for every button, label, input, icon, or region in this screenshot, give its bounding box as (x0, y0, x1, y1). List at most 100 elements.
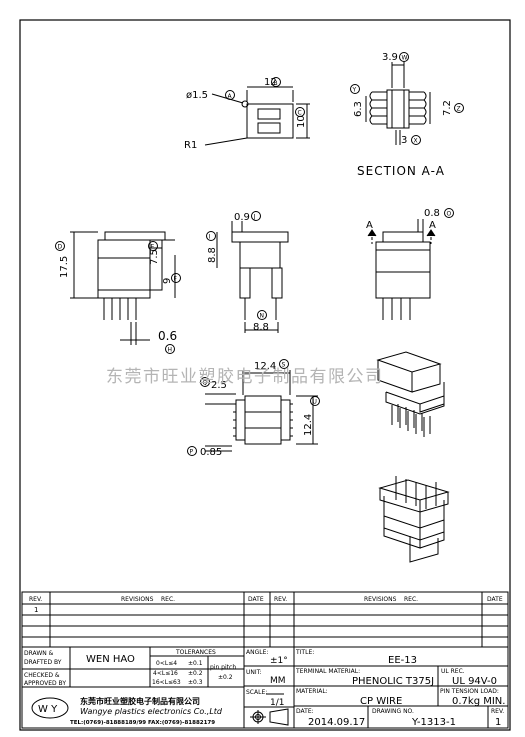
dim-bottom-pitch: 2.5 (211, 380, 227, 391)
rev-value: 1 (495, 717, 501, 728)
section-label: SECTION A-A (357, 164, 445, 178)
rev-header-revisions-2: REVISIONS (364, 596, 397, 603)
company-name-cn: 东莞市旺业塑胶电子制品有限公司 (80, 696, 200, 706)
rev-label: REV. (491, 708, 504, 715)
dim-side-bottom: 8.8 (253, 322, 269, 333)
iso-view-bottom (378, 476, 450, 563)
date-value: 2014.09.17 (308, 717, 365, 728)
tag-right-top: O (447, 211, 452, 218)
title-value: EE-13 (388, 655, 417, 666)
scale-label: SCALE: (246, 689, 267, 696)
tag-front-mid: E (151, 244, 155, 251)
rev-header-rec: REC. (161, 596, 175, 603)
rev-header-revisions: REVISIONS (121, 596, 154, 603)
checked-label: CHECKED & (24, 672, 60, 679)
dim-bottom-width: 12.4 (254, 361, 276, 372)
rev-header-rec-2: REC. (404, 596, 418, 603)
rev-header-rev-2: REV. (274, 596, 287, 603)
iso-view-top (376, 351, 445, 437)
rev-header-rev: REV. (29, 596, 42, 603)
title-label: TITLE: (295, 649, 314, 656)
tol-range-2: 4<L≤16 (153, 670, 178, 677)
dim-bottom-height: 12.4 (303, 414, 314, 436)
drawing-no-value: Y-1313-1 (411, 717, 456, 728)
dim-front-height: 17.5 (59, 256, 70, 278)
tag-front-side: F (174, 276, 178, 283)
watermark: 东莞市旺业塑胶电子制品有限公司 (106, 367, 384, 387)
dim-section-left: 6.3 (353, 101, 364, 117)
tol-value-3: ±0.3 (188, 679, 203, 686)
drafted-label: DRAFTED BY (24, 659, 62, 666)
tag-side-top: J (253, 214, 256, 221)
bottom-view (187, 359, 320, 456)
material-label: MATERIAL: (296, 688, 328, 695)
company-logo-text: W Y (38, 704, 58, 715)
pin-tension-value: 0.7kg MIN. (452, 696, 505, 707)
dim-front-side: 9 (162, 278, 173, 284)
tag-side-left: I (209, 234, 211, 241)
pin-pitch-tol: ±0.2 (218, 674, 233, 681)
section-marker-left: A (366, 220, 373, 231)
dim-section-right: 7.2 (442, 100, 453, 116)
tag-bottom-height: U (313, 399, 317, 406)
front-view (55, 231, 181, 354)
terminal-material-value: PHENOLIC T375J (352, 676, 434, 687)
tag-section-bottom: X (414, 138, 418, 145)
dim-front-pin: 0.6 (158, 329, 177, 343)
tag-bottom-pitch: Q (203, 380, 208, 387)
tolerances-label: TOLERANCES (175, 649, 216, 656)
dim-top-radius: R1 (184, 140, 197, 151)
angle-label: ANGLE: (246, 649, 268, 656)
pin-tension-label: PIN TENSION LOAD: (440, 688, 499, 695)
company-name-en: Wangye plastics electronics Co.,Ltd (80, 707, 223, 716)
drawing-no-label: DRAWING NO. (372, 708, 414, 715)
tag-top-width: B (274, 80, 278, 87)
pin-pitch-label: pin pitch (210, 664, 236, 671)
sheet-border (19, 19, 511, 731)
tag-side-bottom: N (260, 313, 265, 320)
tol-range-1: 0<L≤4 (156, 660, 177, 667)
tol-range-3: 16<L≤63 (152, 679, 181, 686)
side-view (206, 211, 289, 333)
tag-bottom-pin: P (190, 449, 194, 456)
tag-bottom-width: S (282, 362, 286, 369)
dim-section-bottom: 3 (401, 135, 407, 146)
dim-top-dia: ø1.5 (186, 90, 208, 101)
tag-section-left: Y (352, 87, 357, 94)
dim-side-top: 0.9 (234, 212, 250, 223)
tag-section-right: Z (457, 106, 461, 113)
rev-header-date-2: DATE (487, 596, 503, 603)
dim-side-left: 8.8 (207, 247, 218, 263)
dim-section-top: 3.9 (382, 52, 398, 63)
unit-label: UNIT: (246, 669, 262, 676)
title-block-grid (21, 646, 509, 729)
approved-label: APPROVED BY (24, 680, 66, 687)
company-phone: TEL:(0769)-81888189/99 FAX:(0769)-818821… (70, 720, 215, 726)
dim-right-top: 0.8 (424, 208, 440, 219)
projection-symbol (250, 708, 289, 726)
tag-section-top: W (402, 55, 408, 62)
scale-value: 1/1 (270, 698, 284, 708)
angle-value: ±1° (270, 656, 288, 666)
drawn-label: DRAWN & (24, 650, 54, 657)
unit-value: MM (270, 676, 286, 686)
tol-value-1: ±0.1 (188, 660, 203, 667)
dim-front-mid: 7.5 (149, 249, 160, 265)
dim-bottom-pin: 0.85 (200, 447, 222, 458)
material-value: CP WIRE (360, 696, 402, 707)
revision-table (21, 591, 509, 648)
tag-front-height: D (58, 244, 63, 251)
tag-front-pin: H (168, 347, 173, 354)
top-view (204, 77, 310, 146)
tol-value-2: ±0.2 (188, 670, 203, 677)
date-label: DATE: (296, 708, 314, 715)
terminal-material-label: TERMINAL MATERIAL: (295, 668, 360, 675)
rev-row-1-rev: 1 (34, 606, 38, 614)
ul-value: UL 94V-0 (452, 676, 497, 687)
dim-top-width: 12 (264, 77, 277, 88)
section-view (350, 52, 464, 145)
section-marker-right: A (429, 220, 436, 231)
right-view (367, 208, 454, 320)
rev-header-date: DATE (248, 596, 264, 603)
